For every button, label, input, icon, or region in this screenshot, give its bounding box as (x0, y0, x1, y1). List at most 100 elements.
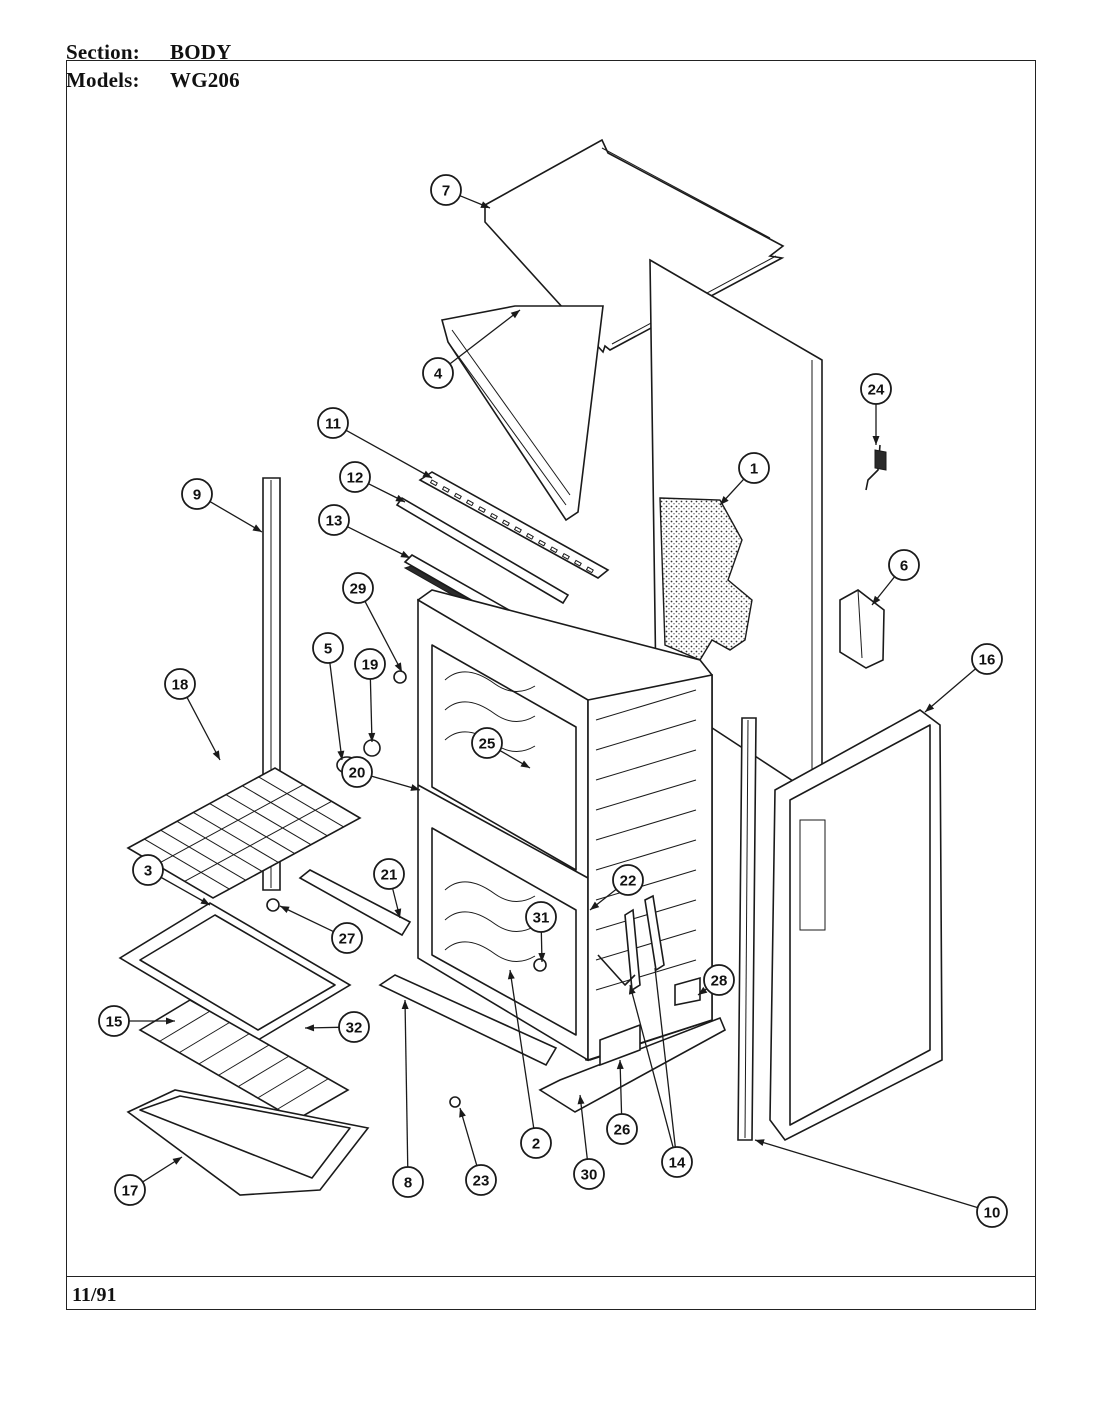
callout-9-label: 9 (193, 487, 201, 504)
callout-3: 3 (132, 854, 164, 886)
callout-30-circle (573, 1158, 605, 1190)
callout-23-leader (459, 1107, 478, 1166)
callout-12: 12 (339, 461, 371, 493)
callout-7: 7 (430, 174, 462, 206)
callout-17: 17 (114, 1174, 146, 1206)
callout-11-label: 11 (325, 416, 341, 433)
callout-24-arrowhead (872, 436, 880, 445)
callout-16-arrowhead (925, 703, 935, 712)
broiler-pan-part (126, 1089, 370, 1196)
callout-18-arrowhead (212, 750, 220, 760)
callout-11-circle (317, 407, 349, 439)
callout-14-leader-2 (654, 967, 676, 1148)
callout-14-circle (661, 1146, 693, 1178)
callout-25-arrowhead (520, 760, 530, 768)
callout-16-label: 16 (979, 652, 996, 669)
callout-25-circle (471, 727, 503, 759)
callout-3-label: 3 (144, 863, 152, 880)
callout-27-circle (331, 922, 363, 954)
callout-31-arrowhead (538, 952, 546, 962)
callout-23-arrowhead (459, 1108, 466, 1118)
callout-32-circle (338, 1011, 370, 1043)
callout-27-label: 27 (339, 931, 356, 948)
callout-27-arrowhead (280, 906, 290, 914)
callout-26-leader (619, 1059, 623, 1115)
callout-28-arrowhead (698, 986, 708, 995)
callout-28-label: 28 (711, 973, 728, 990)
models-label: Models: (66, 68, 140, 92)
light-socket-part (393, 670, 407, 684)
callout-1-label: 1 (750, 461, 758, 478)
callout-14-label: 14 (669, 1155, 686, 1172)
callout-5-label: 5 (324, 641, 332, 658)
callout-26-label: 26 (614, 1122, 631, 1139)
callout-10-circle (976, 1196, 1008, 1228)
callout-18: 18 (164, 668, 196, 700)
callout-9-arrowhead (252, 524, 262, 532)
callout-21: 21 (373, 858, 405, 890)
callout-5-leader (329, 662, 343, 761)
callout-28: 28 (703, 964, 735, 996)
callout-15-arrowhead (166, 1017, 175, 1025)
callout-8-leader (404, 999, 409, 1168)
callout-19-leader (369, 678, 373, 743)
revision-date: 11/91 (72, 1284, 117, 1306)
heat-shield-part (441, 305, 604, 522)
callout-20-arrowhead (410, 784, 420, 791)
callout-5-arrowhead (337, 750, 345, 760)
callout-22-label: 22 (620, 873, 637, 890)
callout-10: 10 (976, 1196, 1008, 1228)
trim-strip-right-part (737, 717, 757, 1141)
callout-2-label: 2 (532, 1136, 540, 1153)
callout-7-label: 7 (442, 183, 450, 200)
callout-29-arrowhead (394, 662, 402, 672)
callout-29-leader (364, 600, 403, 673)
callout-23: 23 (465, 1164, 497, 1196)
callout-8-arrowhead (401, 1000, 409, 1010)
bottom-panel-part (538, 1016, 727, 1113)
callout-9-leader (209, 501, 263, 533)
callout-31: 31 (525, 901, 557, 933)
callout-4-label: 4 (434, 366, 443, 383)
models-value: WG206 (170, 68, 240, 92)
back-panel-part (769, 709, 943, 1142)
callout-17-label: 17 (122, 1183, 139, 1200)
callout-24-circle (860, 373, 892, 405)
callout-30-label: 30 (581, 1167, 598, 1184)
callout-14: 14 (661, 1146, 693, 1178)
callout-20-circle (341, 756, 373, 788)
callout-24-label: 24 (868, 382, 885, 399)
callout-25: 25 (471, 727, 503, 759)
callout-1: 1 (738, 452, 770, 484)
callout-4-arrowhead (510, 310, 520, 319)
callout-32-arrowhead (305, 1024, 315, 1032)
callout-10-leader (754, 1139, 978, 1209)
callout-4-circle (422, 357, 454, 389)
callout-16-circle (971, 643, 1003, 675)
callout-3-arrowhead (200, 897, 210, 905)
callout-25-label: 25 (479, 736, 496, 753)
callout-12-circle (339, 461, 371, 493)
callout-15-label: 15 (106, 1014, 123, 1031)
callout-6: 6 (888, 549, 920, 581)
leveler-part (449, 1096, 461, 1108)
bracket-part (599, 1023, 641, 1067)
callout-13: 13 (318, 504, 350, 536)
callout-9-circle (181, 478, 213, 510)
callout-23-circle (465, 1164, 497, 1196)
callout-15: 15 (98, 1005, 130, 1037)
diagram-frame (66, 60, 1036, 1310)
callout-12-arrowhead (395, 494, 405, 502)
junction-box-part (839, 589, 885, 669)
callout-2-arrowhead (507, 970, 515, 980)
callout-13-circle (318, 504, 350, 536)
callout-6-circle (888, 549, 920, 581)
callout-22-arrowhead (590, 901, 600, 910)
callout-26-circle (606, 1113, 638, 1145)
callout-14-leader (629, 984, 674, 1148)
power-cord-part (865, 444, 887, 491)
vent-grille-part (418, 471, 610, 579)
callout-17-arrowhead (172, 1157, 182, 1165)
callout-4-leader (449, 309, 521, 365)
oven-rack-part (126, 767, 362, 899)
